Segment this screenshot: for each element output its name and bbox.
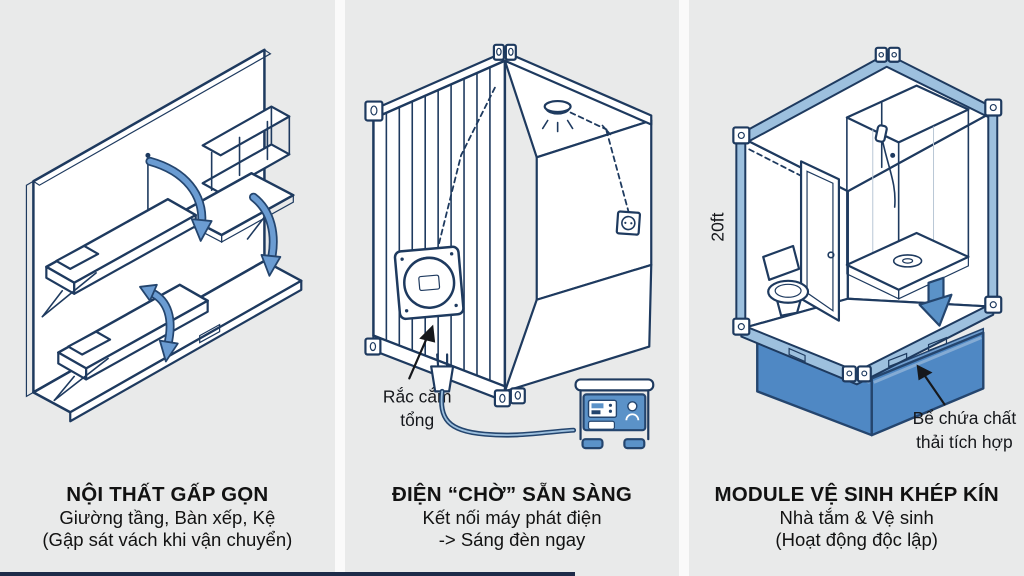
panel-subtitle-2: (Gập sát vách khi vận chuyển)	[42, 529, 293, 550]
panel-subtitle-1: Nhà tắm & Vệ sinh	[779, 507, 934, 528]
container-interior	[503, 59, 653, 393]
fold-arrow-double	[139, 283, 179, 363]
caption-sanitary-module: MODULE VỆ SINH KHÉP KÍN Nhà tắm & Vệ sin…	[689, 478, 1024, 551]
socket-label-line2: tổng	[400, 410, 434, 430]
bathroom-door	[800, 160, 841, 322]
panel-subtitle-2: -> Sáng đèn ngay	[438, 529, 586, 550]
wall-outlet-icon	[615, 210, 641, 236]
generator-icon	[574, 378, 655, 450]
frame-corner-castings	[732, 46, 1003, 383]
fold-arrow-top	[145, 156, 213, 242]
panel-title: MODULE VỆ SINH KHÉP KÍN	[714, 483, 999, 506]
tank-label-line2: thải tích hợp	[916, 432, 1013, 452]
progress-bar	[0, 572, 575, 576]
tank-label-line1: Bể chứa chất	[913, 408, 1017, 428]
caption-power-ready: ĐIỆN “CHỜ” SẴN SÀNG Kết nối máy phát điệ…	[345, 478, 680, 551]
power-ready-illustration: Rắc cắm tổng	[364, 43, 655, 450]
panel-title: NỘI THẤT GẤP GỌN	[66, 483, 269, 506]
socket-label-arrow	[407, 324, 435, 380]
ceiling-light	[541, 99, 574, 133]
panel-title: ĐIỆN “CHỜ” SẴN SÀNG	[392, 483, 632, 506]
wall-shelf	[201, 105, 291, 195]
panel-foldable-furniture: NỘI THẤT GẤP GỌN Giường tầng, Bàn xếp, K…	[0, 0, 335, 576]
panel-power-ready: Rắc cắm tổng	[344, 0, 680, 576]
foldable-furniture-illustration	[25, 48, 303, 423]
corrugated-wall	[371, 59, 506, 403]
panel-subtitle-2: (Hoạt động độc lập)	[775, 529, 938, 550]
tank-label-arrow	[916, 364, 946, 406]
bunk-bed-upper	[41, 197, 197, 318]
sanitary-module-illustration: 20ft	[708, 46, 1017, 452]
main-power-socket	[393, 245, 465, 321]
toilet-icon	[762, 244, 810, 317]
container-size-label: 20ft	[708, 212, 728, 241]
wiring-dashed	[435, 86, 629, 252]
caption-foldable-furniture: NỘI THẤT GẤP GỌN Giường tầng, Bàn xếp, K…	[0, 478, 335, 551]
panel-subtitle-1: Kết nối máy phát điện	[422, 507, 602, 528]
power-plug	[429, 353, 576, 438]
shower-head	[874, 100, 897, 208]
corner-castings	[364, 43, 526, 408]
fold-arrow-right	[248, 192, 282, 277]
panel-subtitle-1: Giường tầng, Bàn xếp, Kệ	[59, 507, 276, 528]
panel-sanitary-module: 20ft	[689, 0, 1024, 576]
drain-arrow	[918, 276, 953, 327]
